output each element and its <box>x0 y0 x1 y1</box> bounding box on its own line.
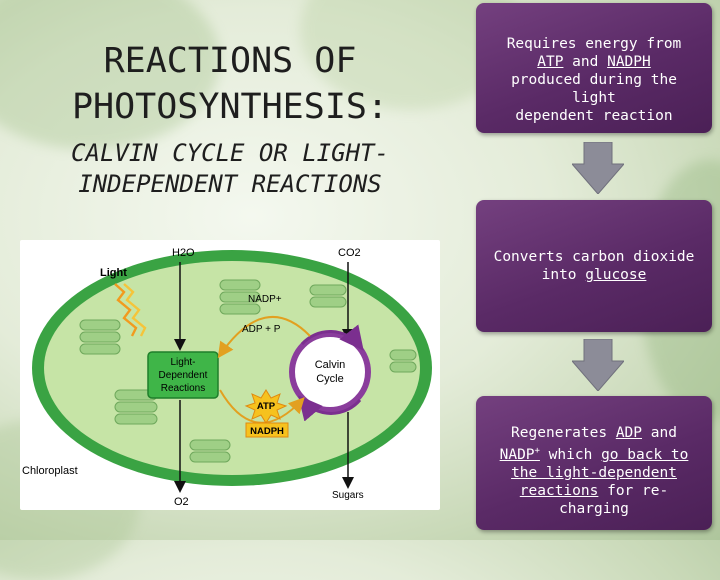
label-atp: ATP <box>257 401 276 412</box>
box-text: ATP and NADPH <box>486 53 702 71</box>
box-text: NADP+ which go back to <box>486 442 702 464</box>
label-o2: O2 <box>174 496 189 508</box>
term-atp: ATP <box>537 54 564 70</box>
calvin-arrow <box>300 324 364 351</box>
box-text: reactions for re-charging <box>486 482 702 518</box>
box-text: NADP <box>499 446 535 463</box>
box-text: Regenerates <box>511 425 616 441</box>
box-text: + <box>534 446 540 456</box>
title-line: PHOTOSYNTHESIS: <box>71 87 389 127</box>
down-arrow-icon <box>572 339 624 391</box>
box-text: Requires energy from <box>506 36 682 52</box>
chloroplast-diagram: H2O CO2 Light Light- Dependent Reactions… <box>20 240 440 510</box>
term-nadp: NADP+ <box>499 446 540 463</box>
ldr-label: Reactions <box>161 383 205 394</box>
box-text: into <box>541 267 586 283</box>
box-text: the light-dependent <box>486 464 702 482</box>
title-line: REACTIONS OF <box>103 41 357 81</box>
ldr-label: Dependent <box>159 370 208 381</box>
box-text: Regenerates ADP and <box>486 424 702 442</box>
calvin-label: Cycle <box>316 373 344 385</box>
term-light-dependent: the light-dependent <box>511 464 677 481</box>
diagram-svg: H2O CO2 Light Light- Dependent Reactions… <box>22 247 432 508</box>
calvin-arrow <box>298 395 362 422</box>
box-text: produced during the light <box>511 72 677 106</box>
label-co2: CO2 <box>338 247 361 259</box>
label-nadph: NADPH <box>250 426 284 437</box>
return-arrow <box>217 315 311 359</box>
label-adp-p: ADP + P <box>242 324 281 335</box>
nadph-box <box>245 422 289 438</box>
box-text: and <box>563 54 608 70</box>
label-h2o: H2O <box>172 247 195 259</box>
term-go-back: go back to <box>601 446 689 463</box>
box-text: dependent reaction <box>515 108 673 124</box>
info-box-converts: Converts carbon dioxide into glucose <box>476 200 712 332</box>
down-arrow-icon <box>572 142 624 194</box>
thylakoid-stacks <box>79 279 417 463</box>
info-box-regenerates: Regenerates ADP and NADP+ which go back … <box>476 396 712 530</box>
term-nadph: NADPH <box>607 54 651 70</box>
light-ray-icon <box>114 283 147 337</box>
ldr-box <box>147 351 219 399</box>
box-text: into glucose <box>486 266 702 284</box>
label-sugars: Sugars <box>332 490 364 501</box>
info-box-energy: Requires energy from ATP and NADPH produ… <box>476 3 712 133</box>
ldr-label: Light- <box>170 357 195 368</box>
label-chloroplast: Chloroplast <box>22 465 78 477</box>
calvin-label: Calvin <box>315 359 346 371</box>
term-adp: ADP <box>615 425 643 441</box>
slide-title: REACTIONS OF PHOTOSYNTHESIS: <box>10 38 450 130</box>
box-text: Converts carbon dioxide <box>493 249 695 265</box>
calvin-cycle-ring <box>289 331 371 413</box>
label-nadp-plus: NADP+ <box>248 294 282 305</box>
box-text: and <box>642 425 677 441</box>
subtitle-line: CALVIN CYCLE OR LIGHT- <box>71 139 389 167</box>
label-light: Light <box>100 267 127 279</box>
box-text: for re-charging <box>559 482 669 517</box>
energy-arrow <box>219 389 305 424</box>
box-text: which <box>539 446 602 463</box>
term-glucose: glucose <box>585 267 647 283</box>
term-reactions: reactions <box>519 482 599 499</box>
slide-subtitle: CALVIN CYCLE OR LIGHT- INDEPENDENT REACT… <box>10 138 450 200</box>
subtitle-line: INDEPENDENT REACTIONS <box>78 170 382 198</box>
